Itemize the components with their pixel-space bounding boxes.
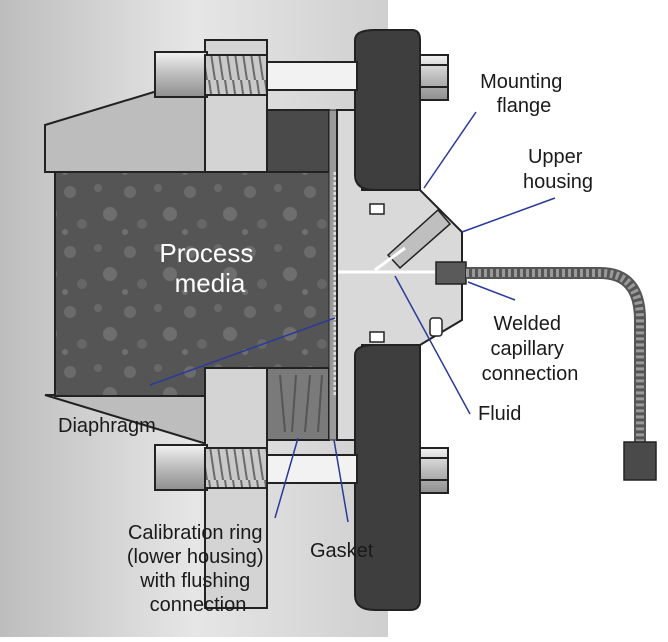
label-mounting-flange: Mounting flange <box>480 71 568 117</box>
label-welded-capillary: Welded capillary connection <box>482 313 579 385</box>
housing-port <box>429 317 443 337</box>
bolt-lower <box>154 444 449 494</box>
label-diaphragm: Diaphragm <box>58 415 156 437</box>
label-gasket: Gasket <box>310 540 374 562</box>
leader-welded-capillary <box>467 281 516 301</box>
fluid-channel-diag <box>374 246 406 272</box>
calibration-ring-upper <box>266 109 330 173</box>
mounting-flange-lower <box>354 344 421 611</box>
bolt-upper <box>154 51 449 101</box>
label-calibration-ring: Calibration ring (lower housing) with fl… <box>127 522 269 616</box>
leader-diaphragm <box>149 317 336 386</box>
leader-upper-housing <box>461 197 556 233</box>
leader-lines <box>149 111 556 523</box>
flushing-slots <box>279 374 323 433</box>
mounting-flange-upper <box>354 29 421 191</box>
label-fluid: Fluid <box>478 403 521 425</box>
capillary-fitting <box>435 261 467 285</box>
leader-gasket <box>333 439 349 523</box>
seal-clip-lower <box>369 331 385 343</box>
seal-clip-upper <box>369 203 385 215</box>
fill-plug <box>386 208 452 270</box>
capillary-end-fitting <box>623 441 657 481</box>
leader-fluid <box>394 275 471 415</box>
leader-mounting-flange <box>423 111 477 189</box>
label-upper-housing: Upper housing <box>523 146 593 193</box>
leader-calibration-ring <box>274 437 299 519</box>
label-process-media: Process media <box>159 238 260 298</box>
capillary-tube <box>466 267 646 445</box>
